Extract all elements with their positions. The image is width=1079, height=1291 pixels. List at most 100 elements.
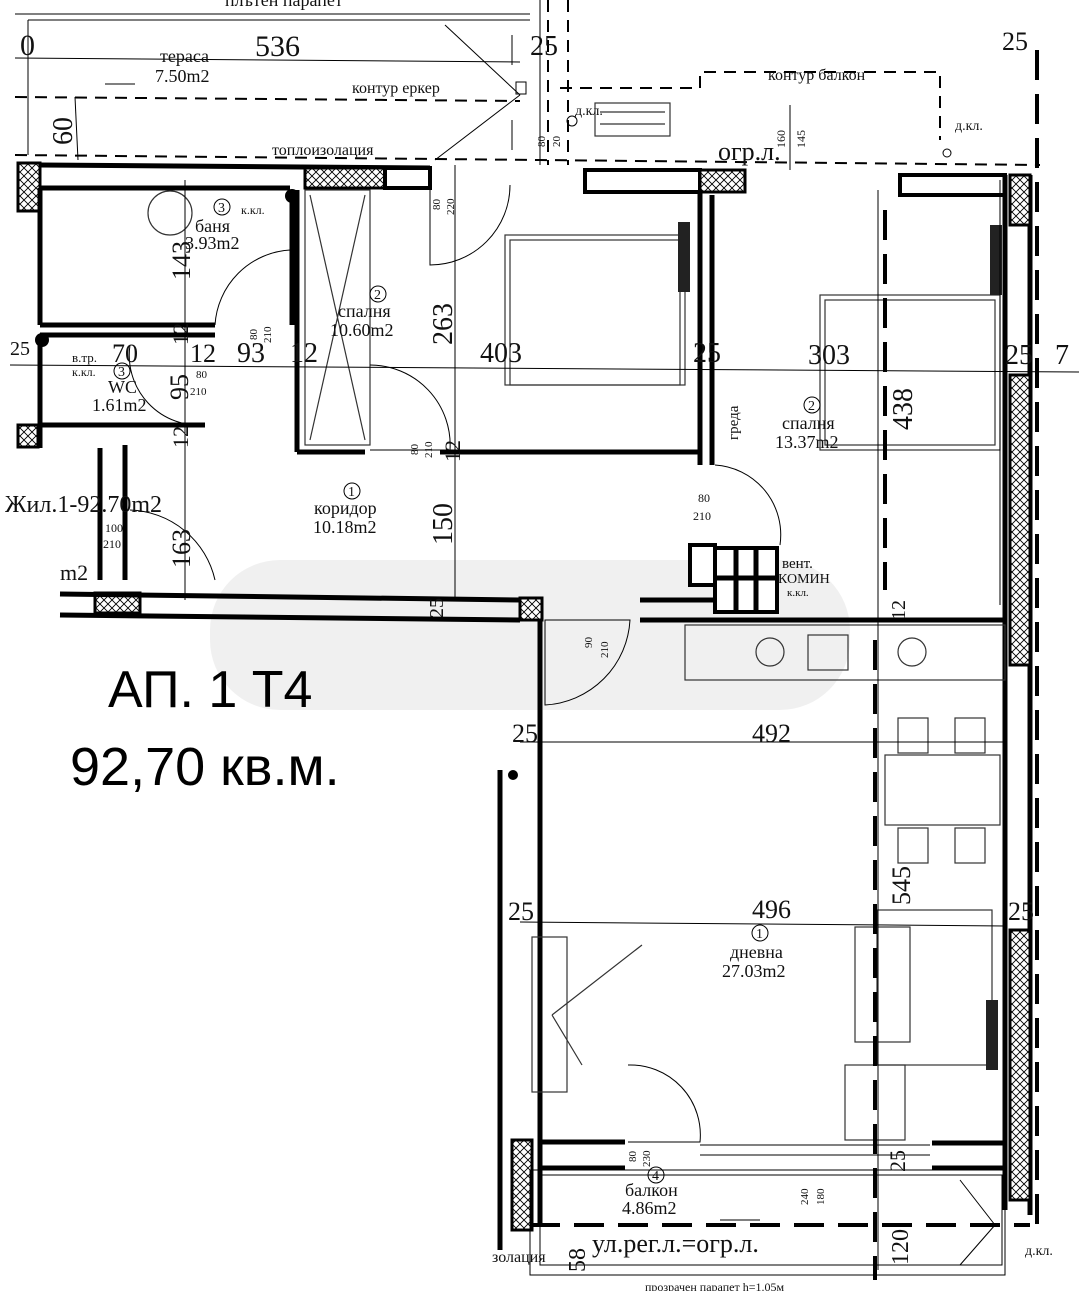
apartment-title: АП. 1 Т4 [108, 661, 312, 719]
door-label: 80 230 [627, 1150, 653, 1167]
door-height: 210 [190, 386, 207, 398]
bedroom-left-name: спалня [338, 301, 391, 321]
dim-25h: 25 [1008, 897, 1034, 926]
dim-496: 496 [752, 895, 791, 924]
bedroom-right-name: спалня [782, 413, 835, 433]
door-width: 80 [409, 444, 421, 456]
door-width: 80 [248, 329, 260, 341]
dim-0: 0 [20, 29, 35, 62]
walls [16, 161, 1033, 1250]
door-width: 90 [583, 637, 595, 649]
dim-163: 163 [167, 529, 196, 568]
dim-438: 438 [888, 388, 919, 430]
dim-25f: 25 [512, 719, 538, 748]
dim-25b: 25 [10, 338, 30, 360]
bathroom-name: баня [195, 216, 230, 236]
dim-25j: 25 [1002, 27, 1028, 56]
door-height: 210 [103, 537, 121, 551]
dim-120: 120 [888, 1229, 914, 1265]
dim-12f: 12 [888, 600, 910, 620]
bathroom-no: 3 [218, 201, 225, 216]
terrace-name: тераса [160, 46, 209, 66]
door-height: 220 [445, 198, 457, 215]
dim-12b: 12 [290, 338, 318, 369]
dim-492: 492 [752, 719, 791, 748]
dim-25a: 25 [530, 31, 558, 62]
m2-fragment: m2 [60, 560, 88, 585]
dim-12c: 12 [168, 323, 193, 345]
door-label: 80 210 [248, 326, 274, 343]
dim-25d: 25 [1005, 340, 1033, 371]
dim-263: 263 [428, 303, 459, 345]
apartment-area: 92,70 кв.м. [70, 737, 340, 797]
terrace-area: 7.50m2 [155, 66, 210, 86]
ac-unit [594, 102, 671, 137]
parapet-bottom-note: прозрачен парапет h=1.05м [645, 1280, 784, 1291]
terrace [14, 0, 1041, 166]
living-name: дневна [730, 942, 783, 962]
door-label: 80 220 [431, 198, 457, 215]
corridor-area: 10.18m2 [313, 517, 377, 537]
corridor-no: 1 [348, 485, 355, 500]
drain-note-1: д.кл. [575, 104, 603, 119]
inspection-note-2: к.кл. [72, 365, 96, 379]
insulation-note: топлоизолация [272, 142, 374, 159]
door-label: 80 210 [190, 369, 208, 398]
drain-note-3: д.кл. [1025, 1244, 1053, 1259]
door-width: 100 [105, 521, 123, 535]
street-line-note: ул.рег.л.=огр.л. [592, 1229, 759, 1258]
dim-545: 545 [887, 866, 916, 905]
door-height: 210 [423, 441, 435, 458]
dim-20s: 20 [551, 136, 563, 148]
vent-note: вент. [782, 556, 813, 572]
dim-12e: 12 [440, 440, 465, 462]
dim-25e: 25 [426, 598, 448, 618]
door-width: 80 [698, 491, 710, 505]
dim-150: 150 [428, 503, 459, 545]
dim-60: 60 [48, 117, 79, 145]
door-label: 240 180 [799, 1188, 827, 1205]
wc-no: 3 [118, 365, 125, 380]
dim-25i: 25 [885, 1150, 910, 1172]
water-pipe-note: в.тр. [72, 350, 97, 365]
dim-7: 7 [1055, 340, 1069, 371]
door-label: 100 210 [103, 521, 123, 551]
door-width: 80 [627, 1151, 639, 1163]
dim-12a: 12 [190, 339, 216, 368]
door-height: 210 [262, 326, 274, 343]
door-label: 90 210 [583, 637, 611, 659]
wc-area: 1.61m2 [92, 395, 147, 415]
dim-70: 70 [112, 339, 138, 368]
wc-name: WC [108, 377, 137, 397]
bedroom-right-no: 2 [808, 399, 815, 414]
corridor-name: коридор [314, 498, 377, 518]
door-width: 240 [799, 1188, 811, 1205]
dim-80s: 80 [536, 136, 548, 148]
dim-536: 536 [255, 30, 300, 63]
dim-145: 145 [794, 130, 808, 148]
dim-93: 93 [237, 338, 265, 369]
insulation-bottom-note: золация [492, 1249, 546, 1266]
door-height: 230 [641, 1150, 653, 1167]
unit-total: Жил.1-92.70m2 [5, 492, 162, 518]
bedroom-right-area: 13.37m2 [775, 432, 839, 452]
inspection-note-3: к.кл. [787, 587, 809, 599]
drain-note-2: д.кл. [955, 119, 983, 134]
balcony [529, 1169, 1030, 1276]
door-label: 80 210 [409, 441, 435, 458]
property-line-note: огр.л. [718, 137, 781, 166]
dim-58: 58 [565, 1248, 591, 1272]
living-no: 1 [756, 927, 763, 942]
dim-403: 403 [480, 338, 522, 369]
dim-25c: 25 [693, 338, 721, 369]
door-height: 180 [815, 1188, 827, 1205]
door-height: 210 [599, 641, 611, 658]
bedroom-left-no: 2 [374, 288, 381, 303]
bay-outline-note: контур еркер [352, 80, 440, 97]
dim-303: 303 [808, 340, 850, 371]
inspection-note-1: к.кл. [241, 203, 265, 217]
chimney-note: КОМИН [778, 572, 830, 587]
dim-95: 95 [165, 374, 194, 400]
dim-143: 143 [167, 241, 196, 280]
